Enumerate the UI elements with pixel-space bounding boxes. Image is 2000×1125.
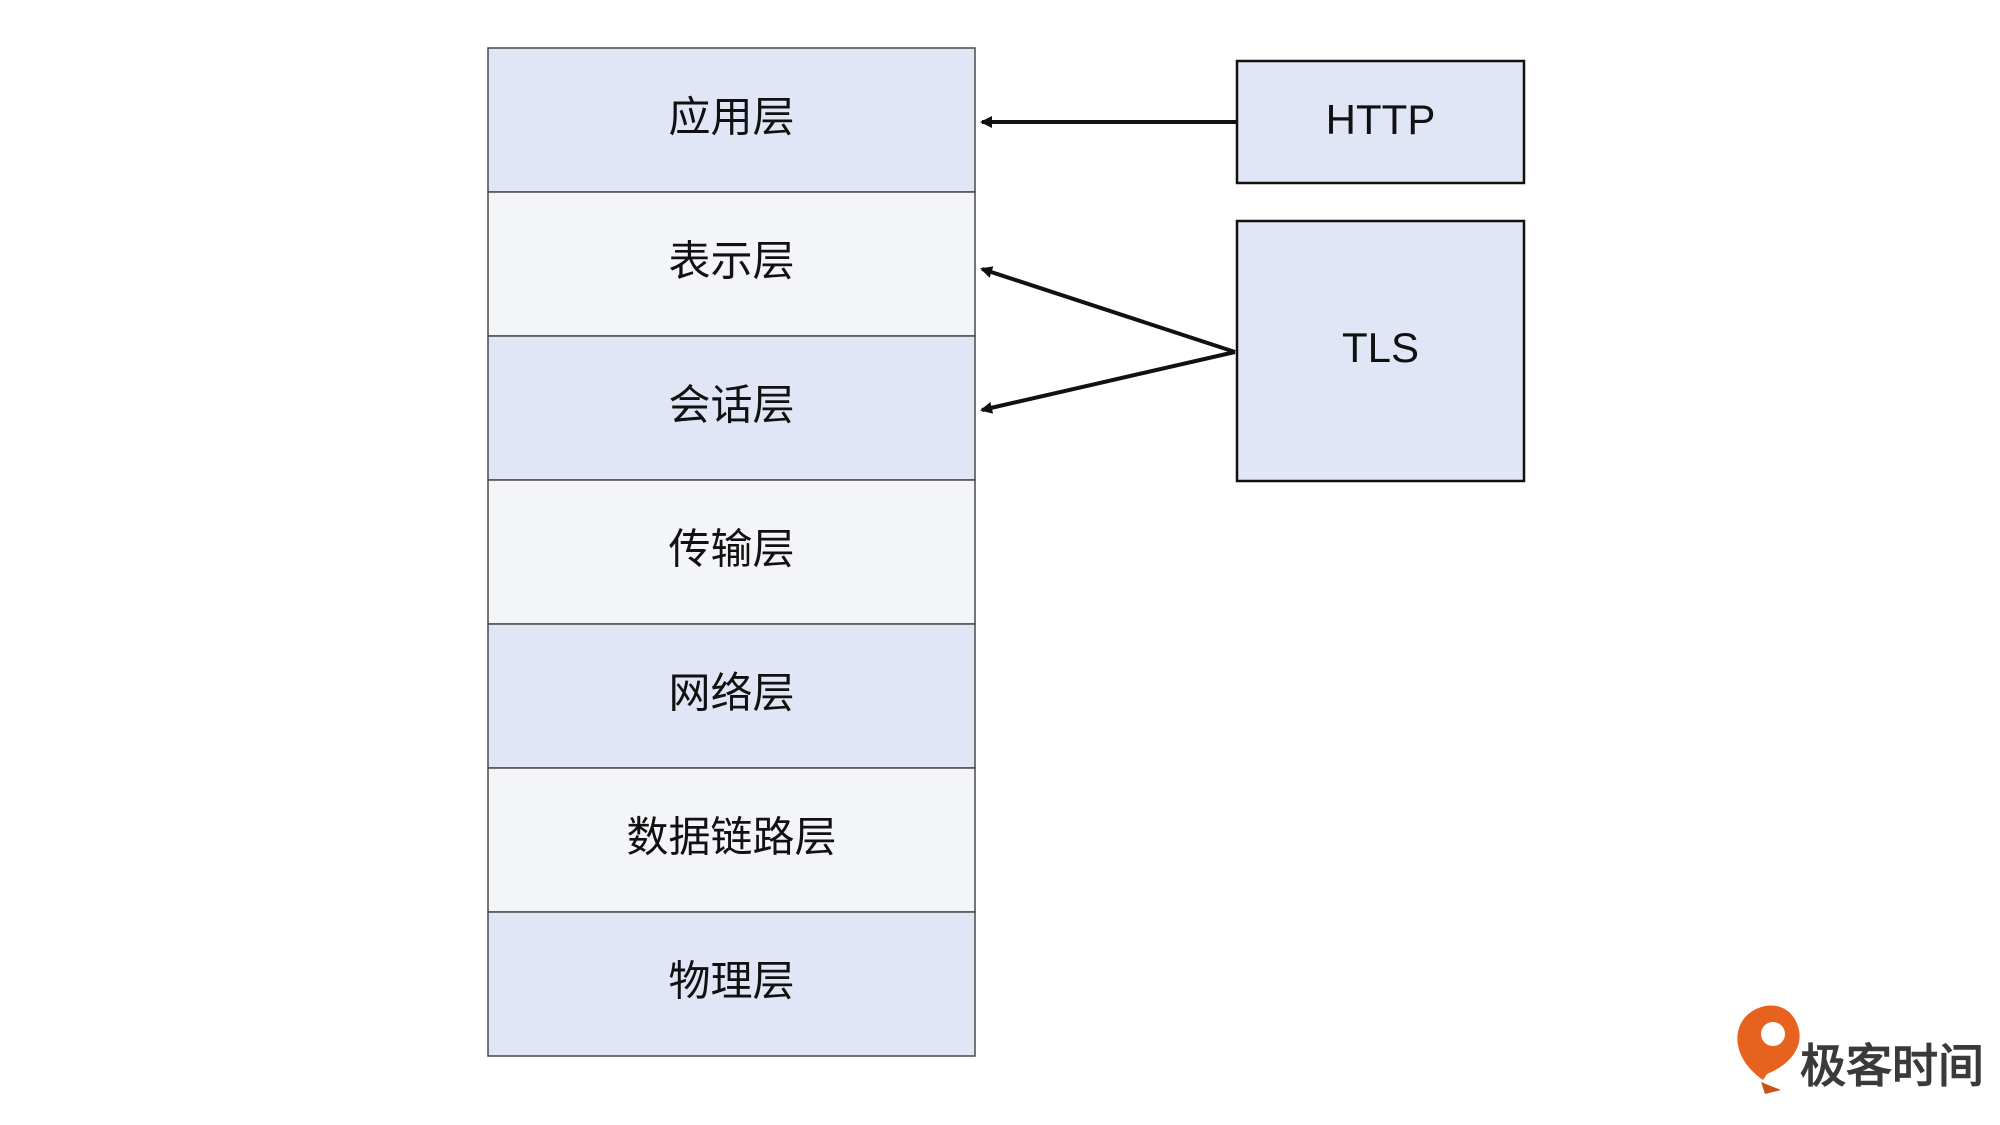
layer-box xyxy=(487,47,976,193)
layer-presentation: 表示层 xyxy=(487,191,976,337)
layer-session: 会话层 xyxy=(487,335,976,481)
protocol-box xyxy=(1235,59,1526,185)
layer-stack: 应用层 表示层 会话层 传输层 网络层 数据链路层 物理层 xyxy=(487,47,976,1057)
layer-data-link: 数据链路层 xyxy=(487,767,976,913)
layer-box xyxy=(487,335,976,481)
layer-label: 物理层 xyxy=(668,957,794,1006)
layer-network: 网络层 xyxy=(487,623,976,769)
layer-label: 网络层 xyxy=(668,669,794,718)
geektime-watermark: 极客时间 xyxy=(1737,1005,1984,1094)
geektime-logo-icon xyxy=(1737,1005,1800,1094)
layer-application: 应用层 xyxy=(487,47,976,193)
layer-label: 表示层 xyxy=(668,237,794,286)
layer-physical: 物理层 xyxy=(487,911,976,1057)
protocol-tls: TLS xyxy=(1235,219,1526,483)
protocol-http: HTTP xyxy=(1235,59,1526,185)
layer-box xyxy=(487,623,976,769)
arrows xyxy=(980,116,1236,414)
layer-box xyxy=(487,191,976,337)
layer-label: 应用层 xyxy=(668,93,794,142)
protocol-box xyxy=(1235,219,1526,483)
layer-label: 数据链路层 xyxy=(626,813,836,862)
layer-label: 传输层 xyxy=(668,525,794,574)
layer-transport: 传输层 xyxy=(487,479,976,625)
arrow-tls-to-session xyxy=(980,350,1236,414)
arrow-tls-to-presentation xyxy=(980,266,1236,354)
layer-box xyxy=(487,911,976,1057)
watermark-text: 极客时间 xyxy=(1800,1039,1984,1093)
layer-label: 会话层 xyxy=(668,381,794,430)
layer-box xyxy=(487,767,976,913)
protocol-label: HTTP xyxy=(1326,96,1436,143)
layer-box xyxy=(487,479,976,625)
protocol-label: TLS xyxy=(1342,324,1419,371)
